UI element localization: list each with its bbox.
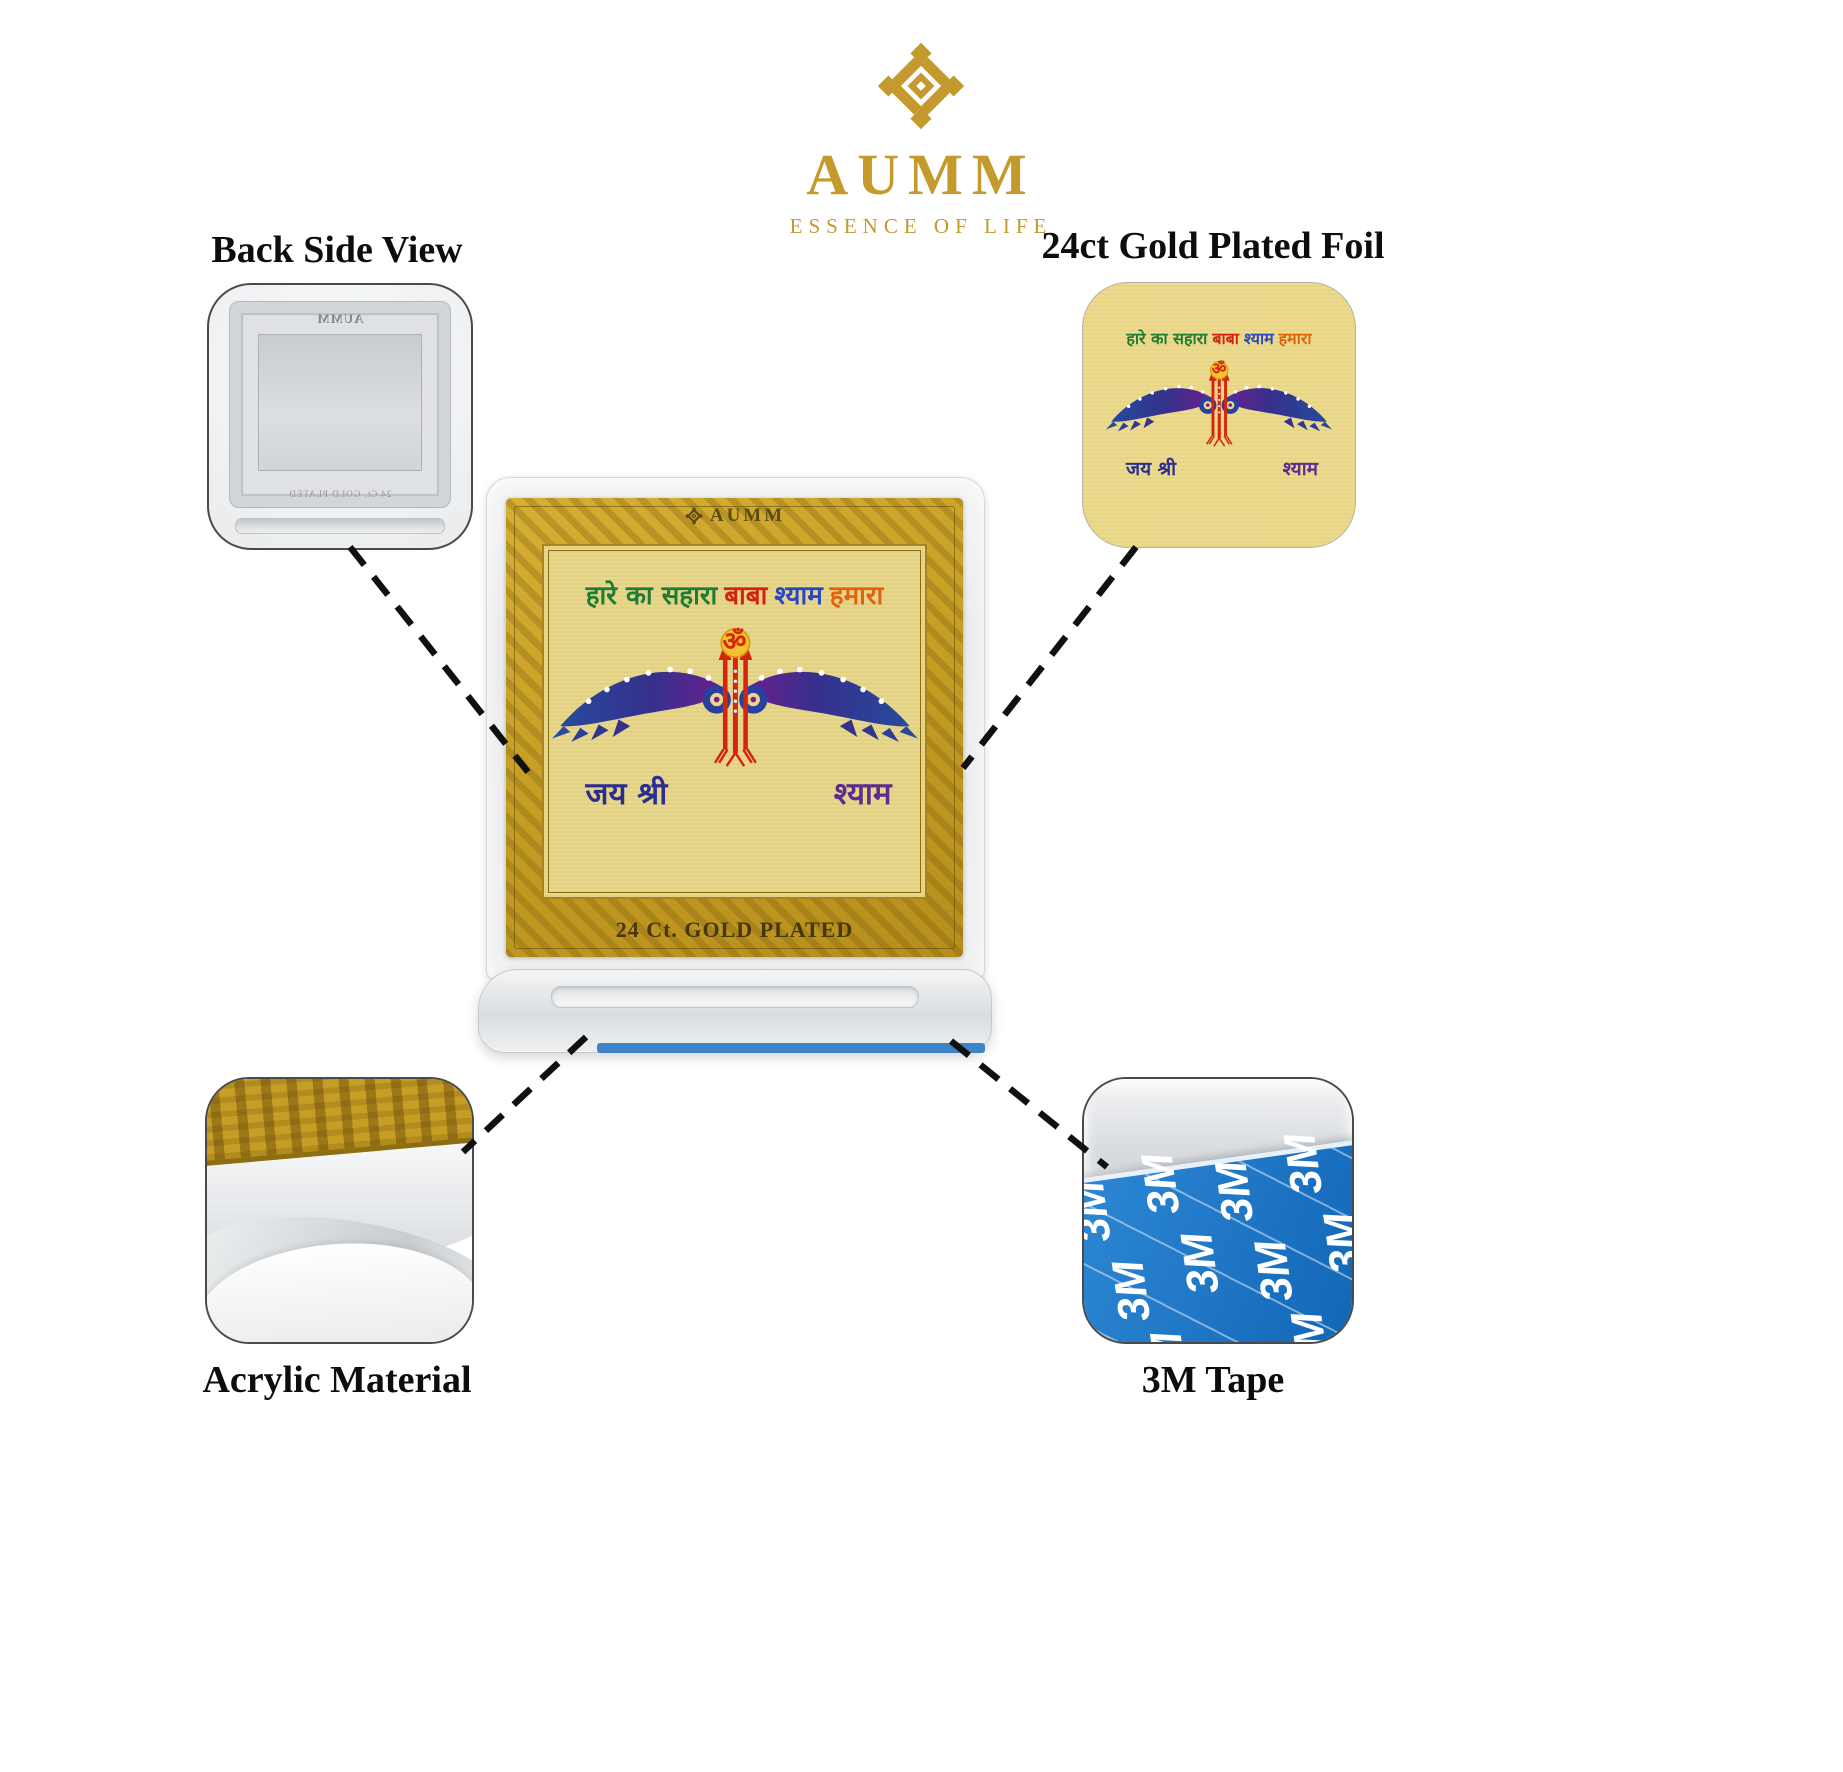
back-screen (258, 334, 422, 471)
headline-part: हारे का सहारा (1126, 329, 1208, 348)
gold-foil-panel: AUMM हारे का सहारा बाबा श्याम हमारा ॐ जय… (506, 498, 963, 957)
shyam-text: श्याम (1282, 458, 1318, 480)
label-acrylic-material: Acrylic Material (202, 1359, 472, 1401)
tape-logo-text: 3M (1141, 1329, 1198, 1342)
tape-logo-text: 3M (1132, 1150, 1190, 1219)
panel-brand: AUMM (506, 505, 963, 527)
shyam-text: श्याम (833, 776, 892, 812)
tape-logo-text: 3M (1275, 1130, 1333, 1199)
label-back-side-view: Back Side View (211, 229, 463, 271)
gold-foil-image: हारे का सहारा बाबा श्याम हमारा ॐ जय श्री… (1082, 282, 1356, 548)
bow-arrow-emblem: ॐ जय श्री श्याम (1106, 361, 1332, 489)
brand-name: AUMM (806, 142, 1036, 207)
tape-logo-text: 3M (1103, 1258, 1161, 1326)
aumm-knot-icon-small (684, 506, 704, 526)
foil-headline: हारे का सहारा बाबा श्याम हमारा (1083, 327, 1355, 349)
foil-headline: हारे का सहारा बाबा श्याम हमारा (586, 576, 884, 612)
tape-logo-text: 3M (1245, 1238, 1303, 1306)
headline-part: हारे का सहारा (585, 581, 718, 611)
brand-tagline: ESSENCE OF LIFE (789, 214, 1053, 238)
tape-logo-text: 3M (1206, 1158, 1264, 1227)
acrylic-material-image (205, 1077, 474, 1344)
back-frame: AUMM 24 Ct. GOLD PLATED (229, 301, 451, 508)
om-symbol: ॐ (722, 627, 747, 657)
panel-inner: हारे का सहारा बाबा श्याम हमारा ॐ जय श्री… (542, 544, 927, 899)
back-mirrored-brand: AUMM (316, 311, 364, 326)
jai-shri-text: जय श्री (585, 776, 668, 812)
tape-logo-text: 3M (1282, 1309, 1340, 1344)
product-stand: AUMM हारे का सहारा बाबा श्याम हमारा ॐ जय… (478, 477, 998, 1057)
back-side-view-image: AUMM 24 Ct. GOLD PLATED (207, 283, 473, 550)
tape-logo-text: 3M (1082, 1178, 1121, 1247)
label-3m-tape: 3M Tape (1141, 1359, 1285, 1401)
headline-part: श्याम (1243, 329, 1274, 348)
tape-image: 3M 3M 3M 3M 3M 3M 3M 3M 3M 3M (1082, 1077, 1354, 1344)
gold-plated-caption: 24 Ct. GOLD PLATED (615, 917, 854, 942)
panel-brand-name: AUMM (709, 505, 786, 526)
base-tape-edge (597, 1043, 985, 1053)
bow-arrow-emblem: ॐ जय श्री श्याम (552, 628, 918, 828)
headline-part: बाबा (1212, 329, 1239, 348)
brand-header: AUMM ESSENCE OF LIFE (671, 38, 1171, 239)
headline-part: बाबा (724, 581, 768, 611)
jai-shri-text: जय श्री (1126, 458, 1177, 480)
label-gold-plated-foil: 24ct Gold Plated Foil (1041, 225, 1385, 267)
aumm-knot-icon (873, 38, 969, 134)
headline-part: श्याम (774, 581, 823, 611)
base-slot (551, 986, 919, 1008)
tape-logo-text: 3M (1171, 1230, 1229, 1298)
back-mirrored-plated-text: 24 Ct. GOLD PLATED (288, 489, 392, 499)
acrylic-base (478, 969, 992, 1053)
om-symbol: ॐ (1211, 359, 1227, 378)
tape-logo-text: 3M (1314, 1210, 1354, 1278)
headline-part: हमारा (1278, 329, 1312, 348)
back-hinge (235, 518, 445, 534)
headline-part: हमारा (829, 581, 884, 611)
